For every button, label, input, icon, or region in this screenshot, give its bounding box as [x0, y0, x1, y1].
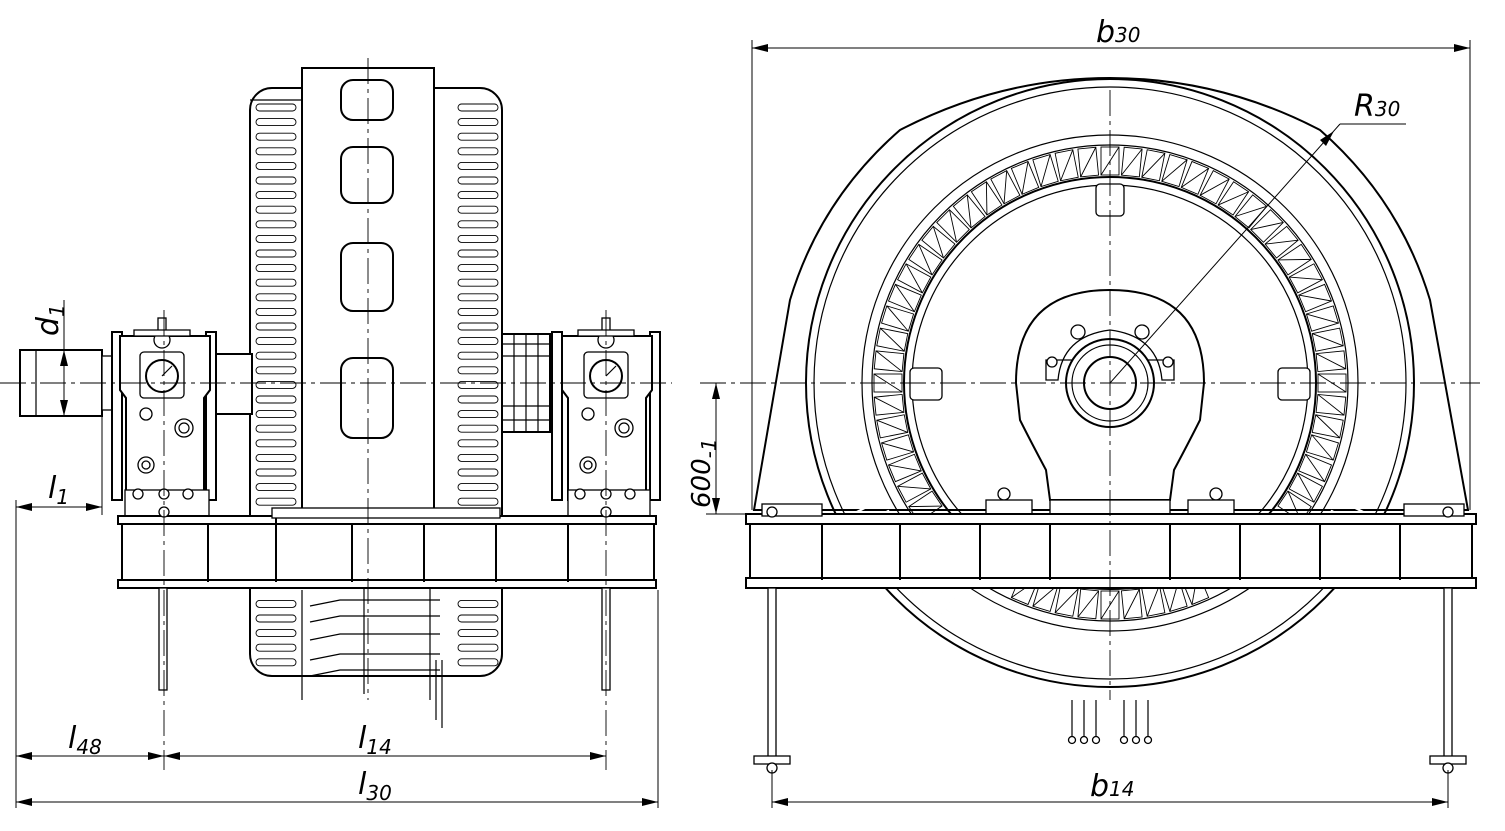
base-frame	[117, 506, 657, 728]
dim-l1: l1	[48, 471, 69, 509]
side-base-frame	[745, 503, 1477, 774]
dim-l30: l30	[358, 767, 392, 805]
outer-slot-ring	[818, 91, 1402, 675]
side-view: b30 b14 R30 600-1	[687, 15, 1480, 808]
side-dimensions	[706, 40, 1471, 808]
dim-r30: R30	[1354, 89, 1400, 124]
front-view: d1 l1 l48 l14 l30	[0, 58, 672, 808]
dim-l14: l14	[358, 721, 392, 759]
dim-600: 600-1	[687, 438, 721, 508]
front-dimensions	[15, 300, 659, 808]
dim-d1: d1	[31, 304, 69, 336]
dim-l48: l48	[68, 721, 102, 759]
dim-b30: b30	[1096, 15, 1141, 50]
dim-b14: b14	[1090, 769, 1135, 804]
left-bearing-pedestal	[111, 317, 253, 517]
